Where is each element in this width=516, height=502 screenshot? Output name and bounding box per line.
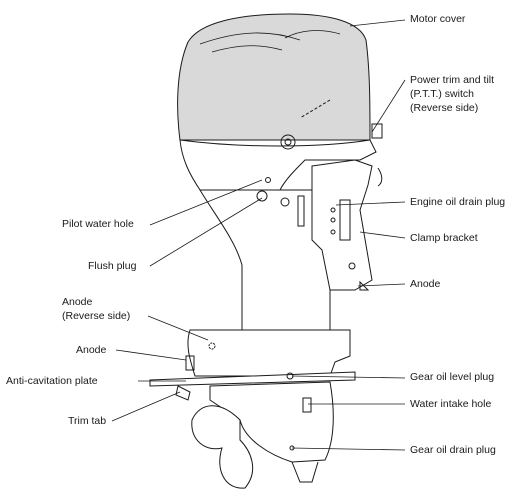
label-anode-reverse-line1: Anode: [62, 296, 93, 308]
lower-cowl: [179, 139, 377, 191]
midsection: [199, 189, 331, 331]
motor-cover: [177, 13, 371, 143]
skeg: [291, 461, 319, 483]
lower-unit: [187, 329, 351, 377]
anode-left-marker: [185, 355, 195, 371]
anti-cavitation-plate: [149, 371, 356, 387]
label-anti-cavitation-plate: Anti-cavitation plate: [6, 375, 98, 387]
badge-emblem: [280, 134, 296, 150]
flush-plug-marker: [256, 190, 268, 202]
leader-lines: [111, 19, 406, 451]
label-anode-left: Anode: [76, 344, 107, 356]
label-gear-oil-level-plug: Gear oil level plug: [410, 371, 495, 383]
label-motor-cover: Motor cover: [410, 13, 466, 25]
cover-dashed-ptt: [299, 99, 331, 119]
propeller: [191, 405, 254, 489]
label-pilot-water-hole: Pilot water hole: [62, 218, 134, 230]
label-flush-plug: Flush plug: [88, 260, 137, 272]
label-trim-tab: Trim tab: [68, 415, 107, 427]
clamp-bracket: [311, 159, 373, 291]
trim-tab: [175, 385, 191, 401]
pilot-hole-marker: [265, 177, 271, 183]
label-ptt-line3: (Reverse side): [410, 102, 479, 114]
label-anode-reverse-line2: (Reverse side): [62, 310, 131, 322]
label-ptt-line1: Power trim and tilt: [410, 74, 495, 86]
anode-marker: [208, 342, 216, 350]
label-ptt-line2: (P.T.T.) switch: [410, 88, 474, 100]
label-water-intake-hole: Water intake hole: [410, 398, 492, 410]
label-engine-oil-drain-plug: Engine oil drain plug: [410, 196, 506, 208]
cover-top-vents: [199, 30, 341, 53]
cover-seam: [179, 139, 371, 147]
label-clamp-bracket: Clamp bracket: [410, 232, 478, 244]
label-anode-right: Anode: [410, 278, 441, 290]
label-gear-oil-drain-plug: Gear oil drain plug: [410, 444, 496, 456]
